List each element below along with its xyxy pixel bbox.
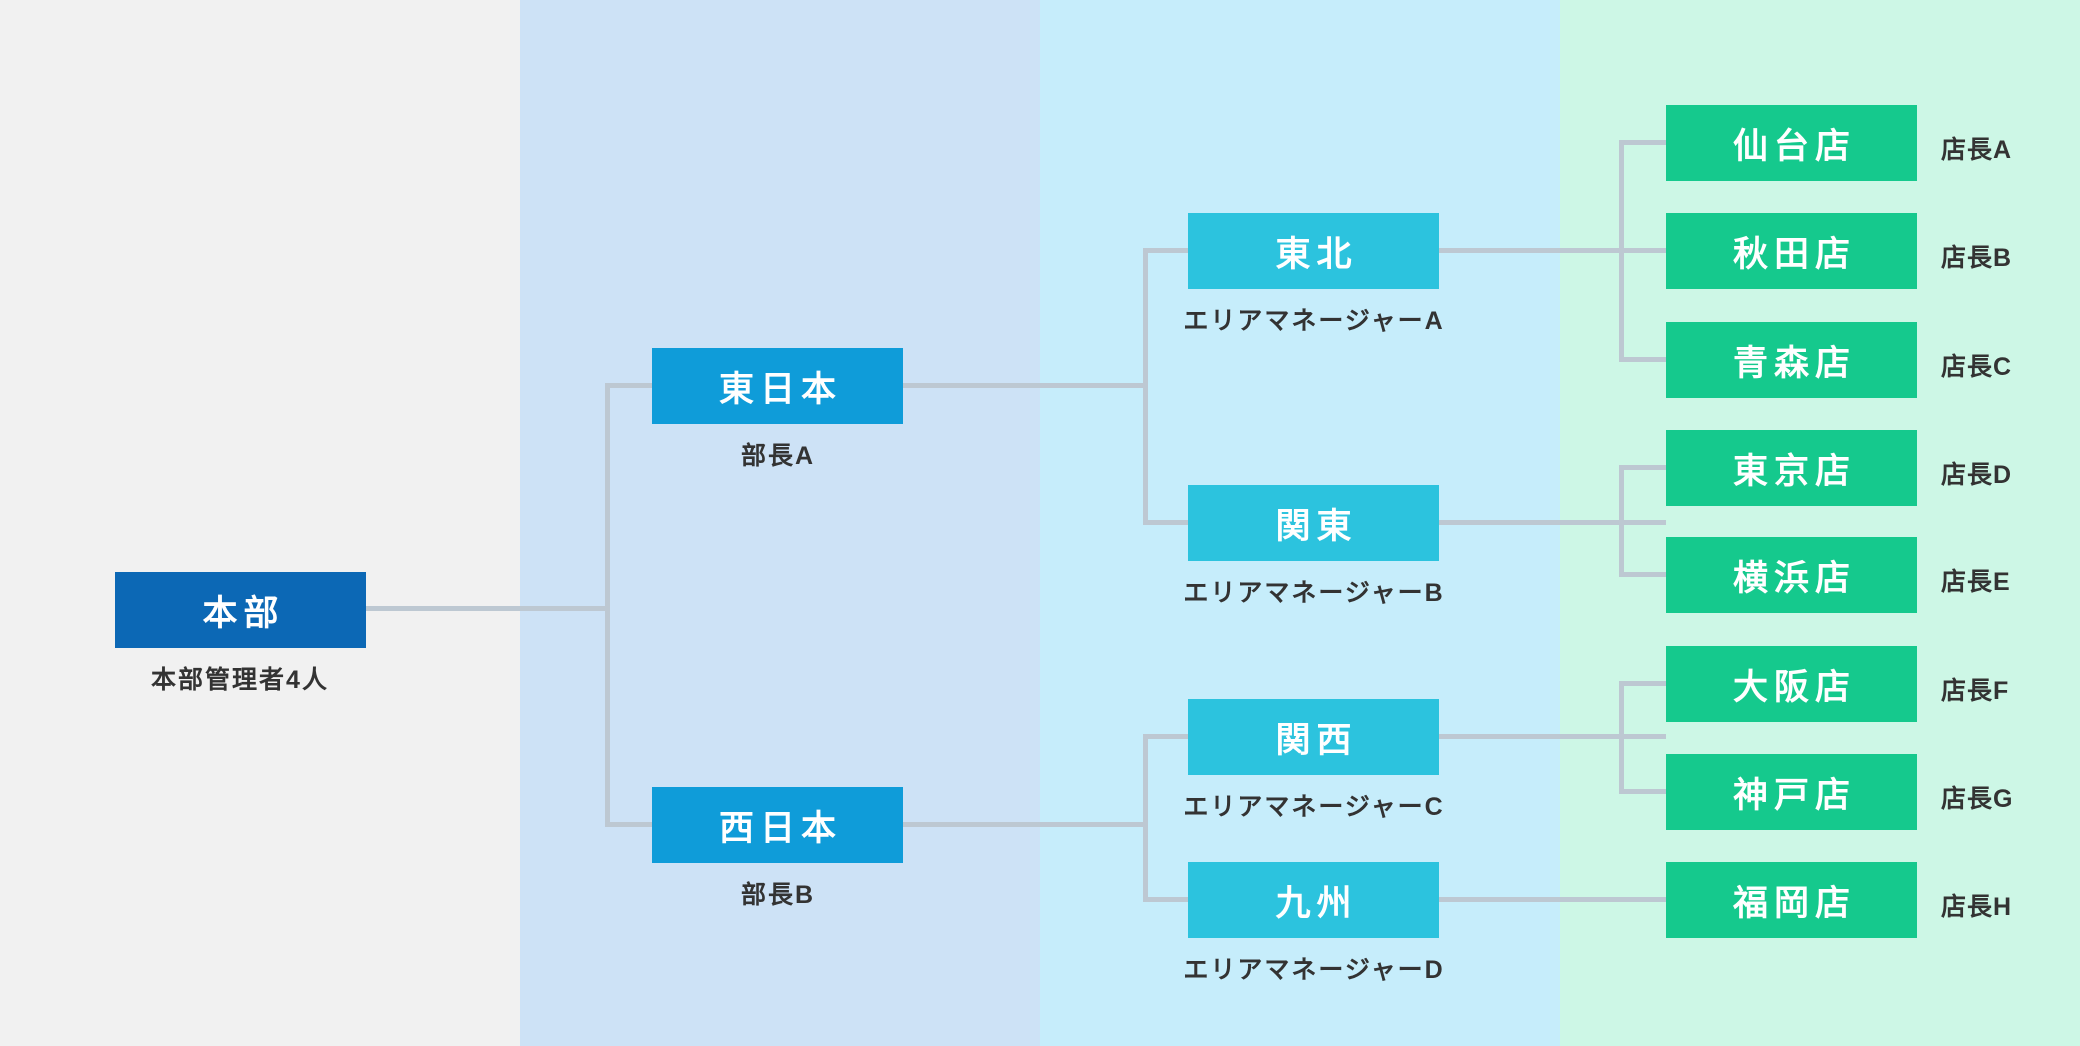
node-kobe-store-label: 神戸店	[1732, 775, 1856, 815]
kansai-sublabel: エリアマネージャーC	[1183, 793, 1445, 821]
node-osaka-store: 大阪店	[1666, 646, 1917, 722]
node-kansai-label: 関西	[1275, 720, 1358, 760]
osaka-manager-label: 店長F	[1941, 677, 2010, 705]
node-kyushu: 九州	[1188, 862, 1439, 938]
connector-tohoku-trunk	[1619, 140, 1624, 362]
connector-stub-kansai	[1143, 734, 1188, 739]
connector-west-japan-feed	[903, 822, 1145, 827]
connector-kansai-trunk	[1619, 681, 1624, 794]
east-japan-sublabel: 部長A	[740, 442, 816, 470]
node-east-japan: 東日本	[652, 348, 903, 424]
node-sendai-store: 仙台店	[1666, 105, 1917, 181]
node-akita-store-label: 秋田店	[1732, 234, 1856, 274]
connector-kansai-feed	[1438, 734, 1666, 739]
node-headquarters-label: 本部	[202, 593, 285, 633]
connector-kyushu-fukuoka	[1438, 897, 1666, 902]
node-aomori-store: 青森店	[1666, 322, 1917, 398]
connector-hq-feed	[365, 606, 610, 611]
node-tokyo-store-label: 東京店	[1732, 451, 1856, 491]
headquarters-sublabel: 本部管理者4人	[151, 666, 329, 694]
node-tohoku-label: 東北	[1275, 234, 1358, 274]
kobe-manager-label: 店長G	[1941, 785, 2014, 813]
west-japan-sublabel: 部長B	[740, 881, 816, 909]
connector-stub-east-japan	[605, 383, 652, 388]
fukuoka-manager-label: 店長H	[1941, 893, 2013, 921]
node-east-japan-label: 東日本	[718, 369, 842, 409]
connector-stub-west-japan	[605, 822, 652, 827]
connector-stub-kyushu	[1143, 897, 1188, 902]
tokyo-manager-label: 店長D	[1941, 461, 2013, 489]
connector-stub-sendai	[1619, 140, 1666, 145]
connector-kanto-feed	[1438, 520, 1666, 525]
akita-manager-label: 店長B	[1941, 244, 2013, 272]
connector-kanto-trunk	[1619, 465, 1624, 577]
kyushu-sublabel: エリアマネージャーD	[1183, 956, 1445, 984]
connector-stub-tokyo	[1619, 465, 1666, 470]
node-kyushu-label: 九州	[1275, 883, 1358, 923]
node-west-japan-label: 西日本	[718, 808, 842, 848]
sendai-manager-label: 店長A	[1941, 136, 2013, 164]
node-akita-store: 秋田店	[1666, 213, 1917, 289]
node-osaka-store-label: 大阪店	[1732, 667, 1856, 707]
aomori-manager-label: 店長C	[1941, 353, 2013, 381]
node-kanto-label: 関東	[1275, 506, 1358, 546]
node-kansai: 関西	[1188, 699, 1439, 775]
connector-east-japan-feed	[903, 383, 1145, 388]
tohoku-sublabel: エリアマネージャーA	[1183, 307, 1445, 335]
node-yokohama-store: 横浜店	[1666, 537, 1917, 613]
connector-stub-kanto	[1143, 520, 1188, 525]
connector-hq-trunk	[605, 383, 610, 827]
node-kobe-store: 神戸店	[1666, 754, 1917, 830]
connector-stub-kobe	[1619, 789, 1666, 794]
node-sendai-store-label: 仙台店	[1732, 126, 1856, 166]
connector-stub-aomori	[1619, 357, 1666, 362]
node-west-japan: 西日本	[652, 787, 903, 863]
connector-stub-osaka	[1619, 681, 1666, 686]
node-headquarters: 本部	[115, 572, 366, 648]
connector-west-japan-trunk	[1143, 734, 1148, 902]
connector-tohoku-feed	[1438, 248, 1666, 253]
node-tohoku: 東北	[1188, 213, 1439, 289]
connector-stub-tohoku	[1143, 248, 1188, 253]
node-aomori-store-label: 青森店	[1732, 343, 1856, 383]
node-tokyo-store: 東京店	[1666, 430, 1917, 506]
node-kanto: 関東	[1188, 485, 1439, 561]
node-fukuoka-store-label: 福岡店	[1732, 883, 1856, 923]
connector-stub-yokohama	[1619, 572, 1666, 577]
band-headquarters-level	[0, 0, 520, 1046]
yokohama-manager-label: 店長E	[1941, 568, 2011, 596]
connector-east-japan-trunk	[1143, 248, 1148, 525]
node-yokohama-store-label: 横浜店	[1732, 558, 1856, 598]
kanto-sublabel: エリアマネージャーB	[1183, 579, 1445, 607]
node-fukuoka-store: 福岡店	[1666, 862, 1917, 938]
